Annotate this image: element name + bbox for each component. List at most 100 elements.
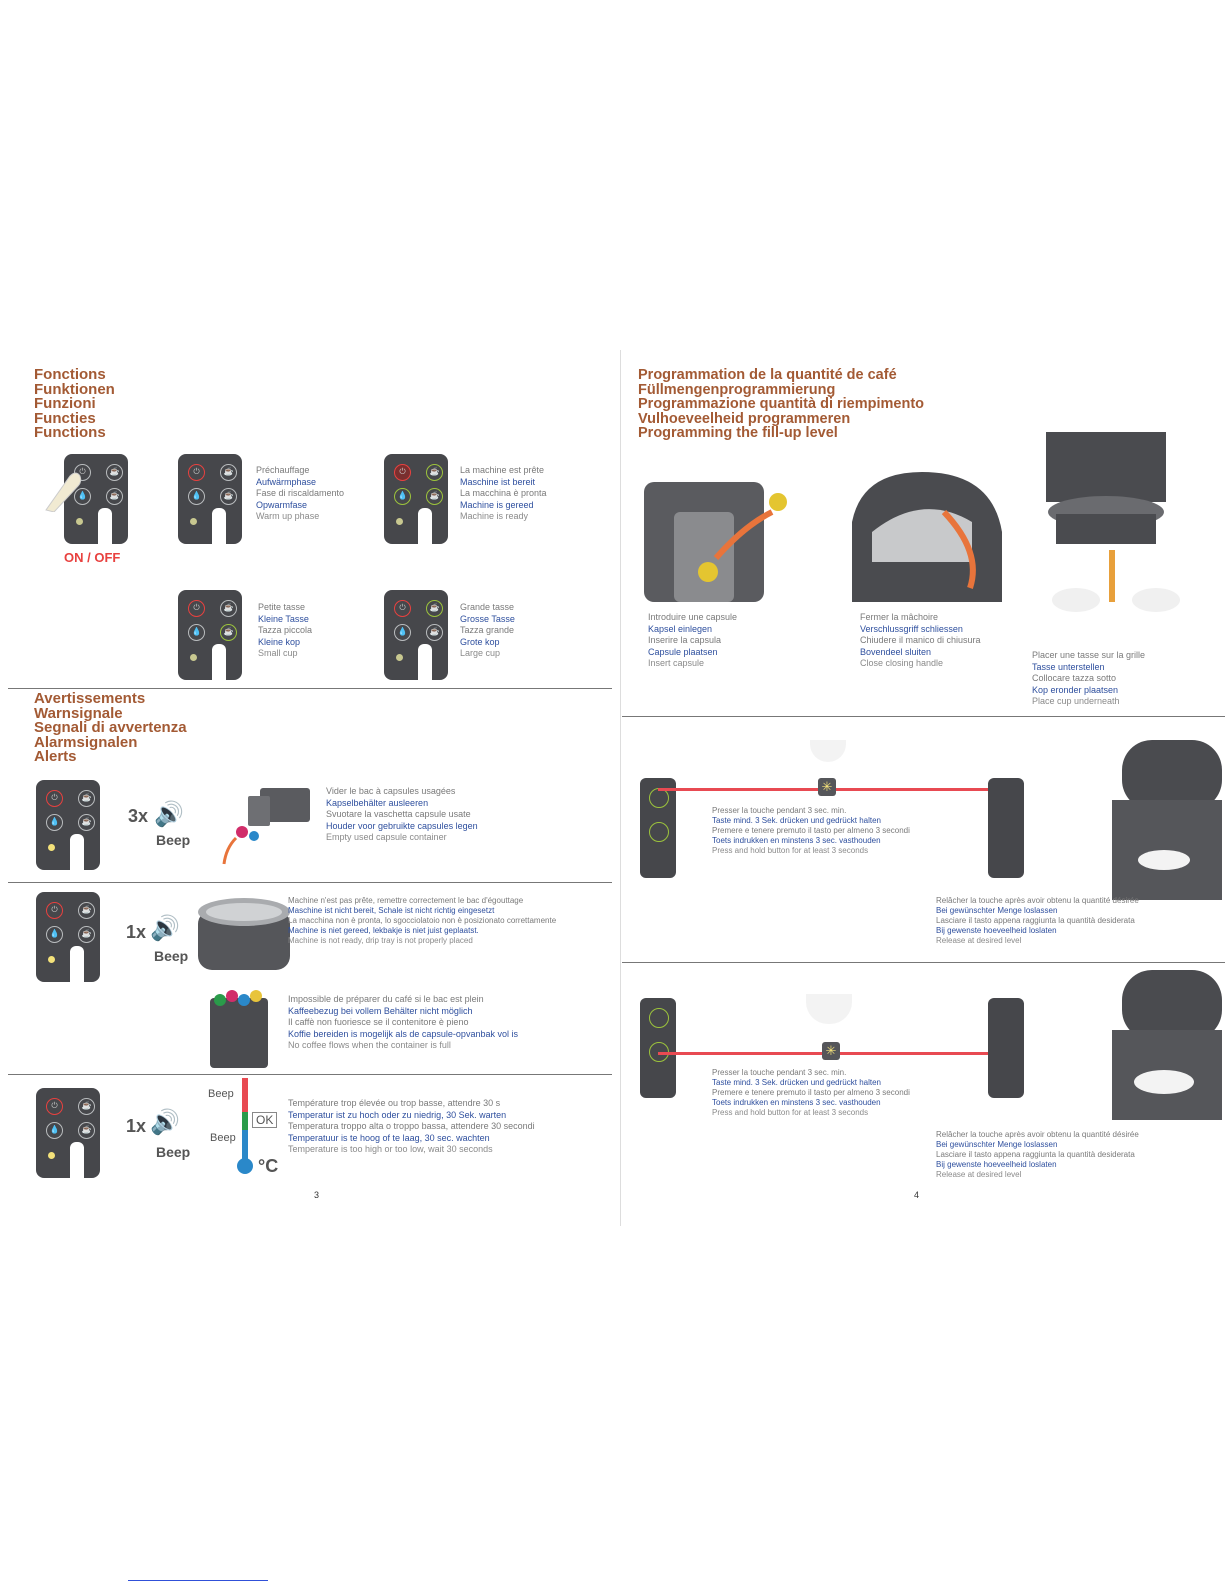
thermometer-hot bbox=[242, 1078, 248, 1112]
control-panel-alert-driptray: ⏻ ☕ 💧 ☕ bbox=[36, 892, 100, 982]
page-number: 4 bbox=[914, 1190, 920, 1200]
button-strip-right bbox=[988, 778, 1024, 878]
functions-heading: Fonctions Funktionen Funzioni Functies F… bbox=[34, 366, 115, 441]
right-page: Programmation de la quantité de café Fül… bbox=[622, 350, 1225, 1226]
control-panel-alert-capsule: ⏻ ☕ 💧 ☕ bbox=[36, 780, 100, 870]
section-divider bbox=[8, 882, 612, 883]
button-strip-left bbox=[640, 998, 676, 1098]
descale-icon: 💧 bbox=[188, 488, 205, 505]
small-cup-blinking-icon: ☕ bbox=[220, 624, 237, 641]
beep-count-1x: 1x bbox=[126, 922, 147, 942]
press-hold-text: Presser la touche pendant 3 sec. min. Ta… bbox=[712, 1068, 910, 1117]
large-cup-button-icon bbox=[649, 788, 669, 808]
speaker-icon: 🔊 bbox=[154, 801, 184, 828]
status-led bbox=[48, 1152, 55, 1159]
beep-label: Beep bbox=[156, 1144, 191, 1160]
coffee-machine-brewing-icon bbox=[1112, 970, 1222, 1120]
close-handle-text: Fermer la mâchoire Verschlussgriff schli… bbox=[860, 612, 981, 668]
power-button-icon: ⏻ bbox=[74, 464, 91, 481]
status-led bbox=[396, 654, 403, 661]
descale-icon: 💧 bbox=[394, 624, 411, 641]
thermo-ok-label: OK bbox=[252, 1112, 278, 1128]
button-strip-right bbox=[988, 998, 1024, 1098]
thermometer-bulb bbox=[237, 1158, 253, 1174]
alerts-heading: Avertissements Warnsignale Segnali di av… bbox=[34, 690, 187, 765]
release-text: Relâcher la touche après avoir obtenu la… bbox=[936, 896, 1139, 945]
small-cup-icon: ☕ bbox=[78, 1122, 95, 1139]
beep-label: Beep bbox=[154, 948, 189, 964]
page-number: 3 bbox=[314, 1190, 320, 1200]
capsule-container-icon bbox=[222, 788, 310, 865]
descale-icon: 💧 bbox=[188, 624, 205, 641]
status-led bbox=[190, 654, 197, 661]
control-panel-alert-temperature: ⏻ ☕ 💧 ☕ bbox=[36, 1088, 100, 1178]
large-cup-icon: ☕ bbox=[220, 600, 237, 617]
status-led-blinking bbox=[48, 844, 55, 851]
alert-temperature-text: Température trop élevée ou trop basse, a… bbox=[288, 1098, 535, 1154]
thermometer-cold bbox=[242, 1130, 248, 1160]
beep-count-1x: 1x bbox=[126, 1116, 147, 1136]
section-divider bbox=[622, 962, 1225, 963]
control-panel-large-cup: ⏻ ☕ 💧 ☕ bbox=[384, 590, 448, 680]
blinking-led-icon: ✳ bbox=[822, 1042, 840, 1060]
power-blinking-icon: ⏻ bbox=[46, 1098, 63, 1115]
descale-icon: 💧 bbox=[74, 488, 91, 505]
control-panel-onoff: ⏻ ☕ 💧 ☕ bbox=[64, 454, 128, 544]
coffee-machine-brewing-icon bbox=[1112, 740, 1222, 900]
button-strip-left bbox=[640, 778, 676, 878]
power-on-icon: ⏻ bbox=[188, 600, 205, 617]
section-divider bbox=[8, 1074, 612, 1075]
speaker-icon: 🔊 bbox=[150, 1109, 180, 1136]
status-led bbox=[76, 518, 83, 525]
control-panel-ready: ⏻ ☕ 💧 ☕ bbox=[384, 454, 448, 544]
power-on-icon: ⏻ bbox=[46, 790, 63, 807]
programming-heading: Programmation de la quantité de café Fül… bbox=[638, 367, 925, 441]
status-led bbox=[48, 956, 55, 963]
alert-driptray-text: Machine n'est pas prête, remettre correc… bbox=[288, 896, 557, 945]
large-cup-icon: ☕ bbox=[220, 464, 237, 481]
small-cup-button-icon bbox=[649, 822, 669, 842]
large-cup-blinking-icon: ☕ bbox=[426, 600, 443, 617]
small-cup-lit-icon: ☕ bbox=[426, 488, 443, 505]
descale-icon: 💧 bbox=[394, 488, 411, 505]
small-cup-icon: ☕ bbox=[78, 814, 95, 831]
insert-capsule-text: Introduire une capsule Kapsel einlegen I… bbox=[648, 612, 738, 668]
large-cup-button-icon bbox=[649, 1008, 669, 1028]
onoff-label: ON / OFF bbox=[64, 550, 121, 565]
large-cup-icon: ☕ bbox=[78, 790, 95, 807]
descale-icon: 💧 bbox=[46, 926, 63, 943]
thermo-beep-bottom: Beep bbox=[210, 1132, 236, 1144]
close-handle-illustration bbox=[852, 472, 1002, 602]
control-panel-warmup: ⏻ ☕ 💧 ☕ bbox=[178, 454, 242, 544]
release-text: Relâcher la touche après avoir obtenu la… bbox=[936, 1130, 1139, 1179]
section-divider bbox=[622, 716, 1225, 717]
thermo-beep-top: Beep bbox=[208, 1088, 234, 1100]
thermo-unit: °C bbox=[258, 1156, 279, 1176]
descale-icon: 💧 bbox=[46, 1122, 63, 1139]
large-cup-lit-icon: ☕ bbox=[426, 464, 443, 481]
warmup-text: Préchauffage Aufwärmphase Fase di riscal… bbox=[256, 465, 345, 521]
small-cup-icon: ☕ bbox=[106, 488, 123, 505]
large-cup-icon: ☕ bbox=[106, 464, 123, 481]
ready-text: La machine est prête Maschine ist bereit… bbox=[460, 465, 547, 521]
large-cup-text: Grande tasse Grosse Tasse Tazza grande G… bbox=[460, 602, 515, 658]
section-divider bbox=[8, 688, 612, 689]
speaker-icon: 🔊 bbox=[150, 915, 180, 942]
status-led bbox=[190, 518, 197, 525]
large-cup-icon bbox=[806, 994, 852, 1024]
place-cup-text: Placer une tasse sur la grille Tasse unt… bbox=[1032, 650, 1146, 706]
power-on-icon: ⏻ bbox=[46, 902, 63, 919]
large-cup-icon: ☕ bbox=[78, 1098, 95, 1115]
small-cup-icon: ☕ bbox=[426, 624, 443, 641]
blinking-led-icon: ✳ bbox=[818, 778, 836, 796]
power-blinking-icon: ⏻ bbox=[188, 464, 205, 481]
cup-icon bbox=[810, 740, 846, 762]
link-underline bbox=[128, 1580, 268, 1581]
drip-tray-icon bbox=[198, 898, 290, 970]
thermometer-ok bbox=[242, 1112, 248, 1130]
small-cup-text: Petite tasse Kleine Tasse Tazza piccola … bbox=[258, 602, 313, 658]
beep-label: Beep bbox=[156, 832, 191, 848]
insert-capsule-illustration bbox=[644, 482, 787, 602]
descale-icon: 💧 bbox=[46, 814, 63, 831]
alert-capsule-text: Vider le bac à capsules usagées Kapselbe… bbox=[326, 786, 478, 842]
